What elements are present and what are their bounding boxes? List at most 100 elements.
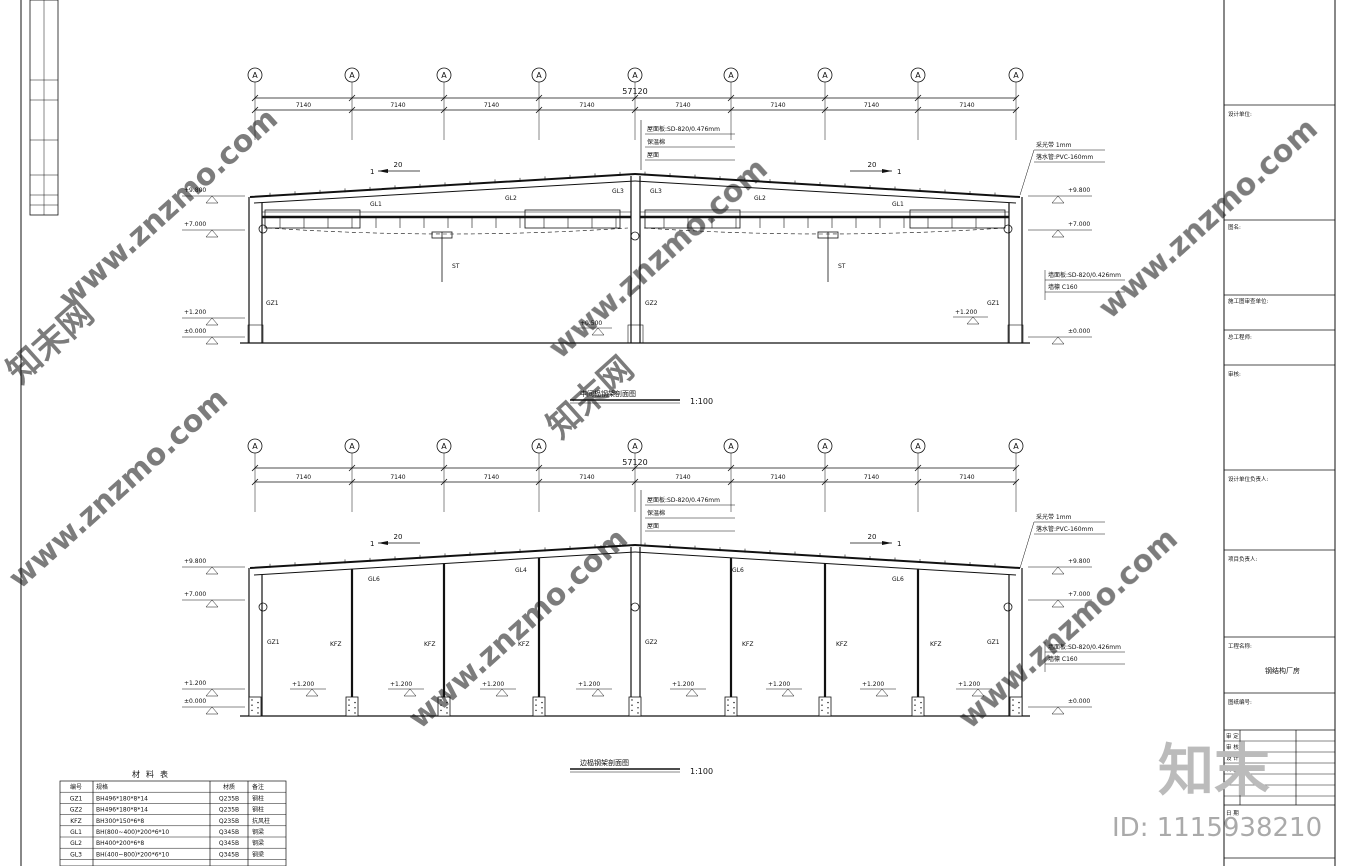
table-cell: 钢梁: [252, 828, 264, 836]
axis-bubble: A: [531, 67, 547, 83]
title-block-label: 总工程师:: [1228, 333, 1252, 341]
section-title: 中间榀钢架剖面图: [580, 389, 636, 398]
span-segment-label: 7140: [390, 474, 405, 481]
span-segment-label: 7140: [579, 102, 594, 109]
lower-section-title: 边榀钢架剖面图 1:100: [570, 758, 713, 776]
elevation-mark-right: +9.800: [1028, 558, 1092, 575]
watermark-url: www.znzmo.com: [402, 521, 635, 736]
right-wall-notes: 墙面板:SD-820/0.426mm 墙檩 C160: [1044, 642, 1125, 672]
elevation-mark-left: +7.000: [182, 221, 245, 238]
axis-bubble: A: [344, 438, 360, 454]
svg-text:+1.200: +1.200: [184, 680, 206, 687]
right-note: 落水管:PVC-160mm: [1036, 153, 1093, 161]
svg-text:+1.200: +1.200: [292, 681, 314, 688]
member-label: ST: [838, 263, 846, 270]
svg-text:+0.500: +0.500: [580, 320, 602, 327]
axis-bubble: A: [1008, 438, 1024, 454]
column-footing: [628, 696, 642, 717]
svg-text:20: 20: [868, 533, 877, 541]
axis-bubble: A: [1008, 67, 1024, 83]
table-cell: Q235B: [219, 818, 239, 825]
svg-text:±0.000: ±0.000: [184, 328, 206, 335]
slope-indicator-left: 20 1: [370, 533, 420, 548]
table-cell: 钢梁: [252, 839, 264, 847]
axis-bubble: A: [531, 438, 547, 454]
svg-text:1: 1: [897, 540, 901, 548]
svg-text:+1.200: +1.200: [958, 681, 980, 688]
elevation-mark-left: +1.200: [182, 309, 245, 326]
table-cell: BH(400~800)*200*6*10: [96, 851, 169, 858]
axis-bubble: A: [247, 67, 263, 83]
span-segment-label: 7140: [864, 102, 879, 109]
column-footing: [248, 696, 262, 717]
span-segment-label: 7140: [770, 474, 785, 481]
table-cell: BH496*180*8*14: [96, 807, 148, 814]
span-segment-label: 7140: [579, 474, 594, 481]
drawing-no-label: 图纸编号:: [1228, 698, 1252, 706]
axis-bubble-label: A: [915, 442, 921, 451]
span-segment-label: 7140: [675, 474, 690, 481]
elevation-mark-left: +1.200: [182, 680, 245, 697]
title-block: 设计单位: 图名: 施工图审查单位: 总工程师: 审核: 设计单位负责人: 项目…: [1224, 104, 1335, 859]
column-footing: [818, 696, 832, 717]
table-cell: BH(800~400)*200*6*10: [96, 829, 169, 836]
column-footing: [911, 696, 925, 717]
slope-indicator-right: 20 1: [850, 533, 901, 548]
column-footing: [724, 696, 738, 717]
elevation-mark-left: +7.000: [182, 591, 245, 608]
svg-text:KFZ: KFZ: [930, 641, 942, 648]
axis-bubble: A: [436, 67, 452, 83]
table-cell: GL1: [70, 829, 82, 836]
table-cell: 钢柱: [252, 794, 264, 802]
table-cell: Q345B: [219, 840, 239, 847]
span-segment-label: 7140: [484, 474, 499, 481]
project-name: 钢结构厂房: [1265, 666, 1300, 675]
watermark-url: www.znzmo.com: [1092, 111, 1325, 326]
roof-note: 屋面: [647, 152, 659, 159]
axis-bubble-label: A: [1013, 442, 1019, 451]
axis-bubble-label: A: [632, 442, 638, 451]
svg-text:+9.800: +9.800: [1068, 558, 1090, 565]
table-cell: Q345B: [219, 851, 239, 858]
axis-bubble-label: A: [252, 71, 258, 80]
table-cell: KFZ: [70, 818, 82, 825]
elevation-marks: +9.800+7.000+1.200±0.000+9.800+7.000±0.0…: [182, 558, 1092, 715]
axis-bubble: A: [817, 67, 833, 83]
svg-text:20: 20: [868, 161, 877, 169]
table-cell: GL2: [70, 840, 82, 847]
table-header: 编号: [70, 783, 82, 791]
elevation-mark-right: ±0.000: [1028, 698, 1092, 715]
svg-text:+9.800: +9.800: [184, 187, 206, 194]
axis-bubble-label: A: [915, 71, 921, 80]
span-segment-label: 7140: [770, 102, 785, 109]
member-label: GL1: [370, 201, 382, 208]
watermark-logo: 知末 ID: 1115938210: [1112, 739, 1322, 843]
table-cell: GL3: [70, 851, 82, 858]
member-label: GL3: [612, 188, 624, 195]
title-block-label: 设计单位:: [1228, 110, 1252, 118]
span-segment-label: 7140: [675, 102, 690, 109]
svg-text:采光带 1mm: 采光带 1mm: [1036, 513, 1072, 521]
member-label: GL1: [892, 201, 904, 208]
section-scale: 1:100: [690, 767, 713, 776]
svg-text:±0.000: ±0.000: [1068, 328, 1090, 335]
svg-text:+1.200: +1.200: [578, 681, 600, 688]
svg-text:20: 20: [394, 161, 403, 169]
table-cell: GZ1: [70, 795, 83, 802]
svg-text:+1.200: +1.200: [482, 681, 504, 688]
axis-bubble: A: [247, 438, 263, 454]
svg-text:±0.000: ±0.000: [184, 698, 206, 705]
svg-text:墙面板:SD-820/0.426mm: 墙面板:SD-820/0.426mm: [1048, 271, 1121, 279]
watermark-brand: 知末网: [0, 294, 102, 392]
axis-bubble-label: A: [349, 71, 355, 80]
span-total-label: 57120: [622, 87, 647, 96]
elevation-mark-right: +7.000: [1028, 591, 1092, 608]
member-label: GL2: [754, 195, 766, 202]
svg-text:+1.200: +1.200: [390, 681, 412, 688]
elevation-mark-left: ±0.000: [182, 328, 245, 345]
